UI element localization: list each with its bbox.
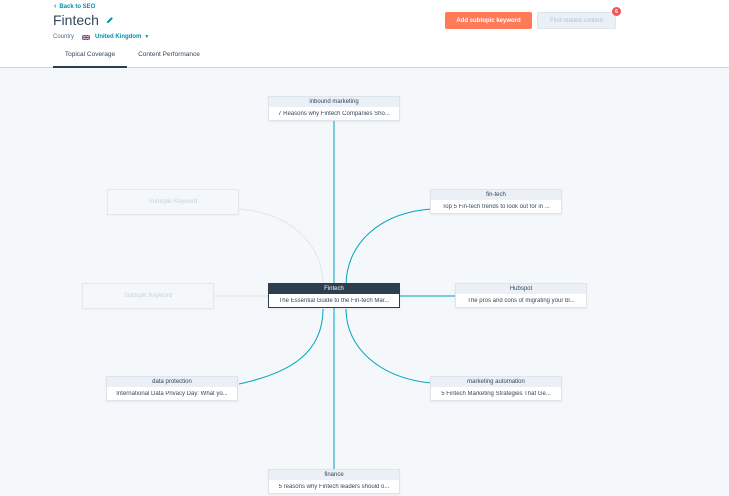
subtopic-keyword: data protection bbox=[107, 377, 237, 387]
subtopic-node[interactable]: finance 5 reasons why Fintech leaders sh… bbox=[268, 469, 400, 494]
connector-marketing-automation bbox=[345, 308, 432, 384]
find-related-content-button[interactable]: Find related content bbox=[537, 12, 616, 29]
pillar-keyword: Fintech bbox=[269, 284, 399, 294]
country-dropdown[interactable]: United Kingdom ▼ bbox=[95, 34, 149, 40]
connector-placeholder-top bbox=[238, 208, 324, 287]
country-row: Country United Kingdom ▼ bbox=[53, 34, 149, 40]
subtopic-node[interactable]: Hubspot The pros and cons of migrating y… bbox=[455, 283, 587, 308]
pencil-icon[interactable] bbox=[106, 16, 114, 24]
subtopic-page-title: International Data Privacy Day: What yo.… bbox=[116, 391, 228, 397]
subtopic-node[interactable]: marketing automation 5 Fintech Marketing… bbox=[430, 376, 562, 401]
subtopic-page-title: The pros and cons of migrating your bl..… bbox=[467, 298, 575, 304]
notification-badge: 6 bbox=[612, 7, 621, 16]
subtopic-page-title: 7 Reasons why Fintech Companies Sho... bbox=[278, 111, 390, 117]
uk-flag-icon bbox=[82, 34, 91, 40]
empty-subtopic-slot[interactable]: Subtopic Keyword bbox=[107, 189, 239, 215]
subtopic-keyword: finance bbox=[269, 470, 399, 480]
connector-data-protection bbox=[238, 308, 324, 385]
subtopic-page-title: 5 Fintech Marketing Strategies That Ge..… bbox=[441, 391, 551, 397]
back-link-label: Back to SEO bbox=[59, 4, 96, 10]
subtopic-page-title: Top 5 Fin-tech trends to look out for in… bbox=[442, 204, 550, 210]
subtopic-keyword: Hubspot bbox=[456, 284, 586, 294]
subtopic-node[interactable]: fin-tech Top 5 Fin-tech trends to look o… bbox=[430, 189, 562, 214]
page-header: ‹Back to SEO Fintech Country United King… bbox=[0, 0, 729, 68]
topic-cluster-canvas[interactable]: inbound marketing 7 Reasons why Fintech … bbox=[0, 68, 729, 496]
tab-topical-coverage[interactable]: Topical Coverage bbox=[53, 51, 127, 68]
subtopic-keyword: inbound marketing bbox=[269, 97, 399, 107]
empty-subtopic-slot[interactable]: Subtopic Keyword bbox=[82, 283, 214, 309]
connector-lines bbox=[214, 121, 456, 473]
subtopic-node[interactable]: data protection International Data Priva… bbox=[106, 376, 238, 401]
subtopic-page-title: 5 reasons why Fintech leaders should o..… bbox=[278, 484, 390, 490]
subtopic-keyword: marketing automation bbox=[431, 377, 561, 387]
country-label: Country bbox=[53, 34, 75, 40]
subtopic-node[interactable]: inbound marketing 7 Reasons why Fintech … bbox=[268, 96, 400, 121]
connector-fin-tech bbox=[345, 208, 432, 287]
add-subtopic-keyword-button[interactable]: Add subtopic keyword bbox=[445, 12, 532, 29]
chevron-left-icon: ‹ bbox=[54, 3, 57, 10]
page-title: Fintech bbox=[53, 12, 99, 28]
back-to-seo-link[interactable]: ‹Back to SEO bbox=[54, 3, 95, 10]
title-row: Fintech bbox=[53, 12, 114, 28]
chevron-down-icon: ▼ bbox=[144, 34, 150, 40]
tab-content-performance[interactable]: Content Performance bbox=[138, 51, 200, 58]
country-value: United Kingdom bbox=[95, 34, 142, 40]
pillar-node[interactable]: Fintech The Essential Guide to the Fin-t… bbox=[268, 283, 400, 308]
subtopic-keyword: fin-tech bbox=[431, 190, 561, 200]
pillar-page-title: The Essential Guide to the Fin-tech Mar.… bbox=[278, 298, 390, 304]
